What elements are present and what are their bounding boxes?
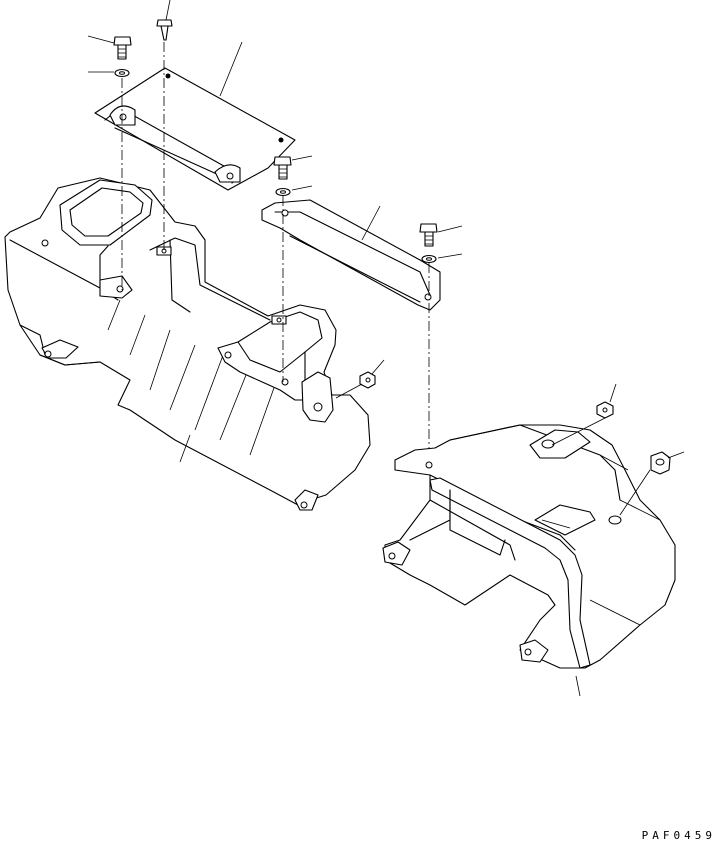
top-cover-plate: [95, 68, 295, 190]
middle-bracket: [262, 200, 440, 310]
bolt-washer-set-middle: [274, 156, 462, 460]
nut-and-grommet-right: [180, 384, 684, 696]
drawing-code: PAF0459: [641, 829, 716, 842]
right-duct-assembly: [383, 425, 675, 668]
left-duct-assembly: [5, 178, 370, 510]
bolt-washer-set-left: [88, 0, 242, 290]
